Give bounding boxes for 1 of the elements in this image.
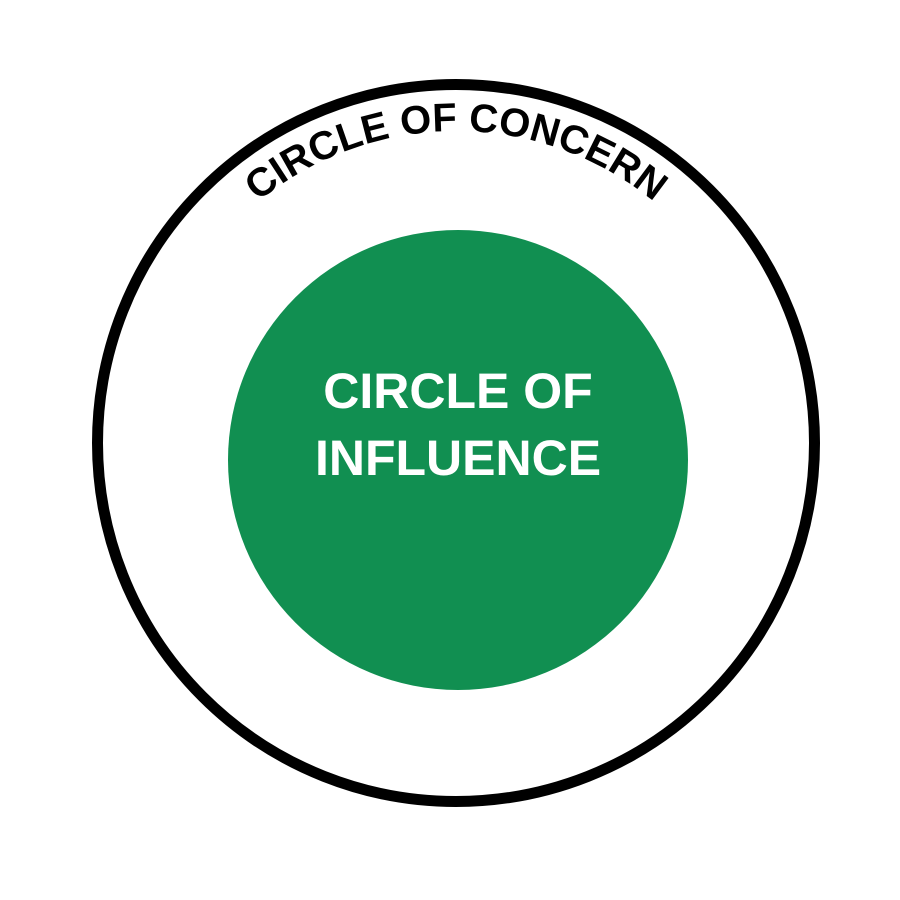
circle-label: CIRCLE OF INFLUENCE [314, 362, 602, 488]
